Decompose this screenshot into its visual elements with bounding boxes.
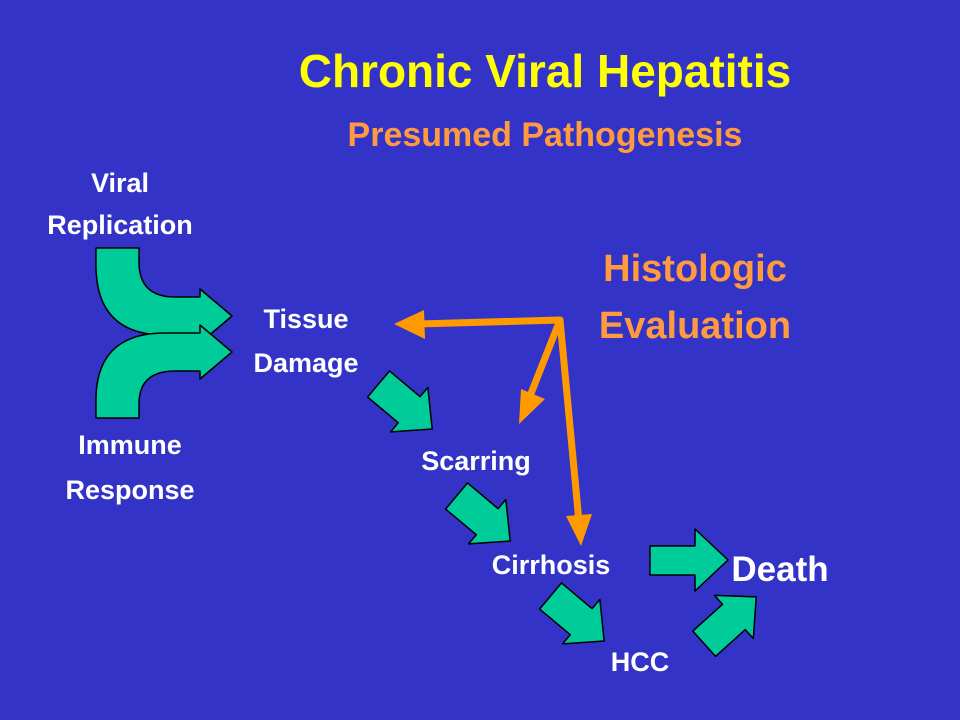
- viral-replication-label-line2: Replication: [47, 210, 193, 240]
- tissue-to-scarring-arrow: [366, 370, 433, 433]
- tissue-arrowhead: [394, 310, 425, 339]
- tissue-damage-label-line1: Tissue: [263, 304, 349, 334]
- scarring-to-cirrhosis-arrow: [444, 482, 511, 545]
- hcc-to-death-arrow: [692, 594, 757, 658]
- viral-to-tissue-arrow: [95, 247, 233, 344]
- cirrhosis-label: Cirrhosis: [491, 550, 611, 580]
- immune-response-label-line2: Response: [65, 475, 195, 505]
- histologic-label-line1: Histologic: [603, 248, 787, 290]
- cirrhosis-to-hcc-arrow: [538, 582, 605, 645]
- tissue-damage-label-line2: Damage: [253, 348, 359, 378]
- immune-to-tissue-arrow: [95, 324, 233, 419]
- viral-replication-label-line1: Viral: [90, 168, 150, 198]
- scarring-label: Scarring: [421, 446, 531, 476]
- hcc-label: HCC: [610, 647, 670, 677]
- cirrhosis-to-death-arrow: [649, 528, 729, 592]
- histologic-label-line2: Evaluation: [598, 305, 792, 347]
- histologic-to-scarring-line: [526, 316, 564, 400]
- histologic-arrows: [414, 316, 583, 526]
- immune-response-label-line1: Immune: [78, 430, 182, 460]
- death-label: Death: [731, 550, 829, 589]
- histologic-to-cirrhosis-line: [556, 316, 583, 526]
- histologic-to-tissue-line: [414, 316, 564, 328]
- slide-subtitle: Presumed Pathogenesis: [347, 116, 743, 154]
- scarring-arrowhead: [519, 389, 545, 424]
- slide-title: Chronic Viral Hepatitis: [298, 45, 792, 97]
- cirrhosis-arrowhead: [566, 514, 592, 546]
